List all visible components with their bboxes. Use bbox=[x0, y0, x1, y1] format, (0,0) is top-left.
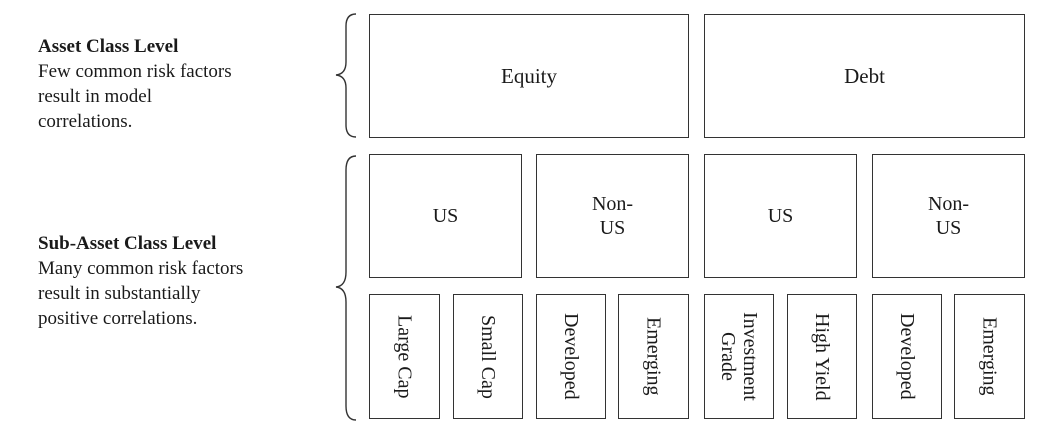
equity-emerging-box: Emerging bbox=[618, 294, 689, 419]
high-yield-label: High Yield bbox=[811, 312, 833, 401]
asset-class-label: Asset Class Level Few common risk factor… bbox=[38, 34, 232, 134]
large-cap-box: Large Cap bbox=[369, 294, 440, 419]
equity-developed-label: Developed bbox=[560, 313, 582, 400]
debt-developed-label: Developed bbox=[896, 313, 918, 400]
debt-us-label: US bbox=[767, 205, 794, 227]
equity-emerging-label: Emerging bbox=[642, 317, 665, 396]
equity-us-box: US bbox=[369, 154, 522, 278]
debt-emerging-box: Emerging bbox=[954, 294, 1025, 419]
debt-non-us-box: Non- US bbox=[872, 154, 1025, 278]
equity-box: Equity bbox=[369, 14, 689, 138]
equity-non-us-label: Non- US bbox=[591, 193, 634, 239]
sub-asset-class-description: Many common risk factors result in subst… bbox=[38, 258, 244, 329]
debt-label: Debt bbox=[844, 64, 885, 88]
debt-developed-box: Developed bbox=[872, 294, 942, 419]
small-cap-label: Small Cap bbox=[477, 314, 499, 399]
asset-class-heading: Asset Class Level bbox=[38, 36, 179, 57]
sub-asset-class-label: Sub-Asset Class Level Many common risk f… bbox=[38, 231, 243, 331]
equity-label: Equity bbox=[501, 64, 557, 88]
sub-asset-class-heading: Sub-Asset Class Level bbox=[38, 233, 217, 254]
high-yield-box: High Yield bbox=[787, 294, 857, 419]
debt-non-us-label: Non- US bbox=[927, 193, 970, 239]
sub-asset-class-brace bbox=[335, 155, 357, 421]
small-cap-box: Small Cap bbox=[453, 294, 523, 419]
equity-non-us-box: Non- US bbox=[536, 154, 689, 278]
asset-class-description: Few common risk factors result in model … bbox=[38, 61, 232, 132]
debt-box: Debt bbox=[704, 14, 1025, 138]
large-cap-label: Large Cap bbox=[393, 314, 416, 399]
asset-class-brace bbox=[335, 13, 357, 138]
equity-us-label: US bbox=[432, 205, 459, 227]
equity-developed-box: Developed bbox=[536, 294, 606, 419]
investment-grade-box: Investment Grade bbox=[704, 294, 774, 419]
investment-grade-label: Investment Grade bbox=[717, 312, 761, 401]
debt-us-box: US bbox=[704, 154, 857, 278]
debt-emerging-label: Emerging bbox=[978, 317, 1001, 396]
